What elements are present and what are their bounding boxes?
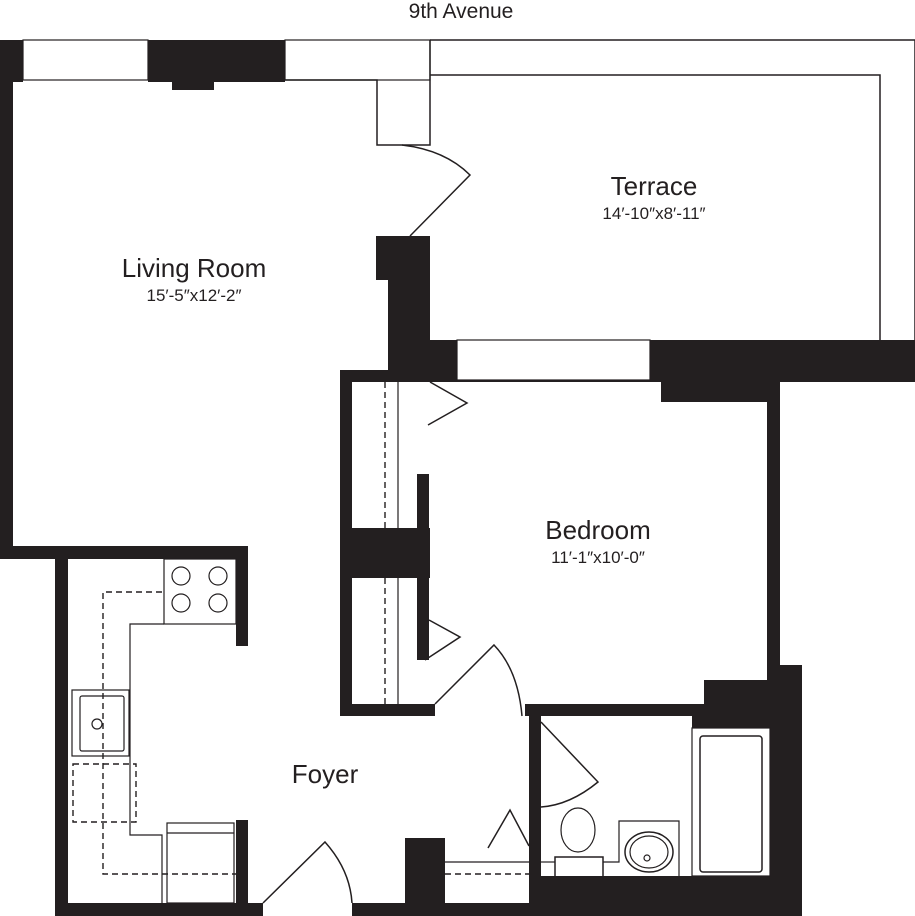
toilet — [560, 807, 596, 853]
burner — [208, 566, 228, 586]
stove — [163, 558, 237, 625]
room-dimensions: 15′-5″x12′-2″ — [146, 286, 242, 305]
entry-door-swing — [262, 840, 353, 904]
room-dimensions: 11′-1″x10′-0″ — [551, 548, 645, 567]
top-wall — [0, 39, 431, 146]
closet-door-upper — [427, 381, 469, 426]
kitchen-left-wall — [55, 546, 68, 916]
room-name: Foyer — [291, 759, 359, 789]
bedroom-door-swing — [434, 643, 523, 717]
room-name: Terrace — [610, 171, 698, 201]
terrace-door-swing — [401, 144, 472, 237]
burner — [171, 566, 191, 586]
bathtub — [691, 727, 771, 877]
foyer-closet-door — [487, 808, 530, 849]
living-window-left — [22, 39, 149, 81]
burner — [171, 593, 191, 613]
kitchen-sink — [71, 689, 130, 757]
toilet-tank — [554, 856, 604, 878]
kitchen-counter — [129, 623, 164, 903]
room-name: Bedroom — [545, 515, 651, 545]
vanity-sink — [624, 831, 674, 873]
room-dimensions: 14′-10″x8′-11″ — [602, 204, 706, 223]
refrigerator — [166, 822, 235, 904]
terrace-outline — [430, 39, 915, 342]
closet-door-lower — [424, 619, 462, 661]
vanity — [603, 820, 680, 876]
living-left-wall — [0, 80, 13, 550]
burner — [208, 593, 228, 613]
dishwasher — [72, 763, 137, 823]
living-window-right — [284, 39, 431, 81]
living-bottom-wall — [0, 546, 248, 559]
room-name: Living Room — [121, 253, 267, 283]
street-label: 9th Avenue — [408, 0, 514, 23]
bedroom-window — [456, 339, 651, 381]
bathroom-door-swing — [540, 721, 600, 808]
